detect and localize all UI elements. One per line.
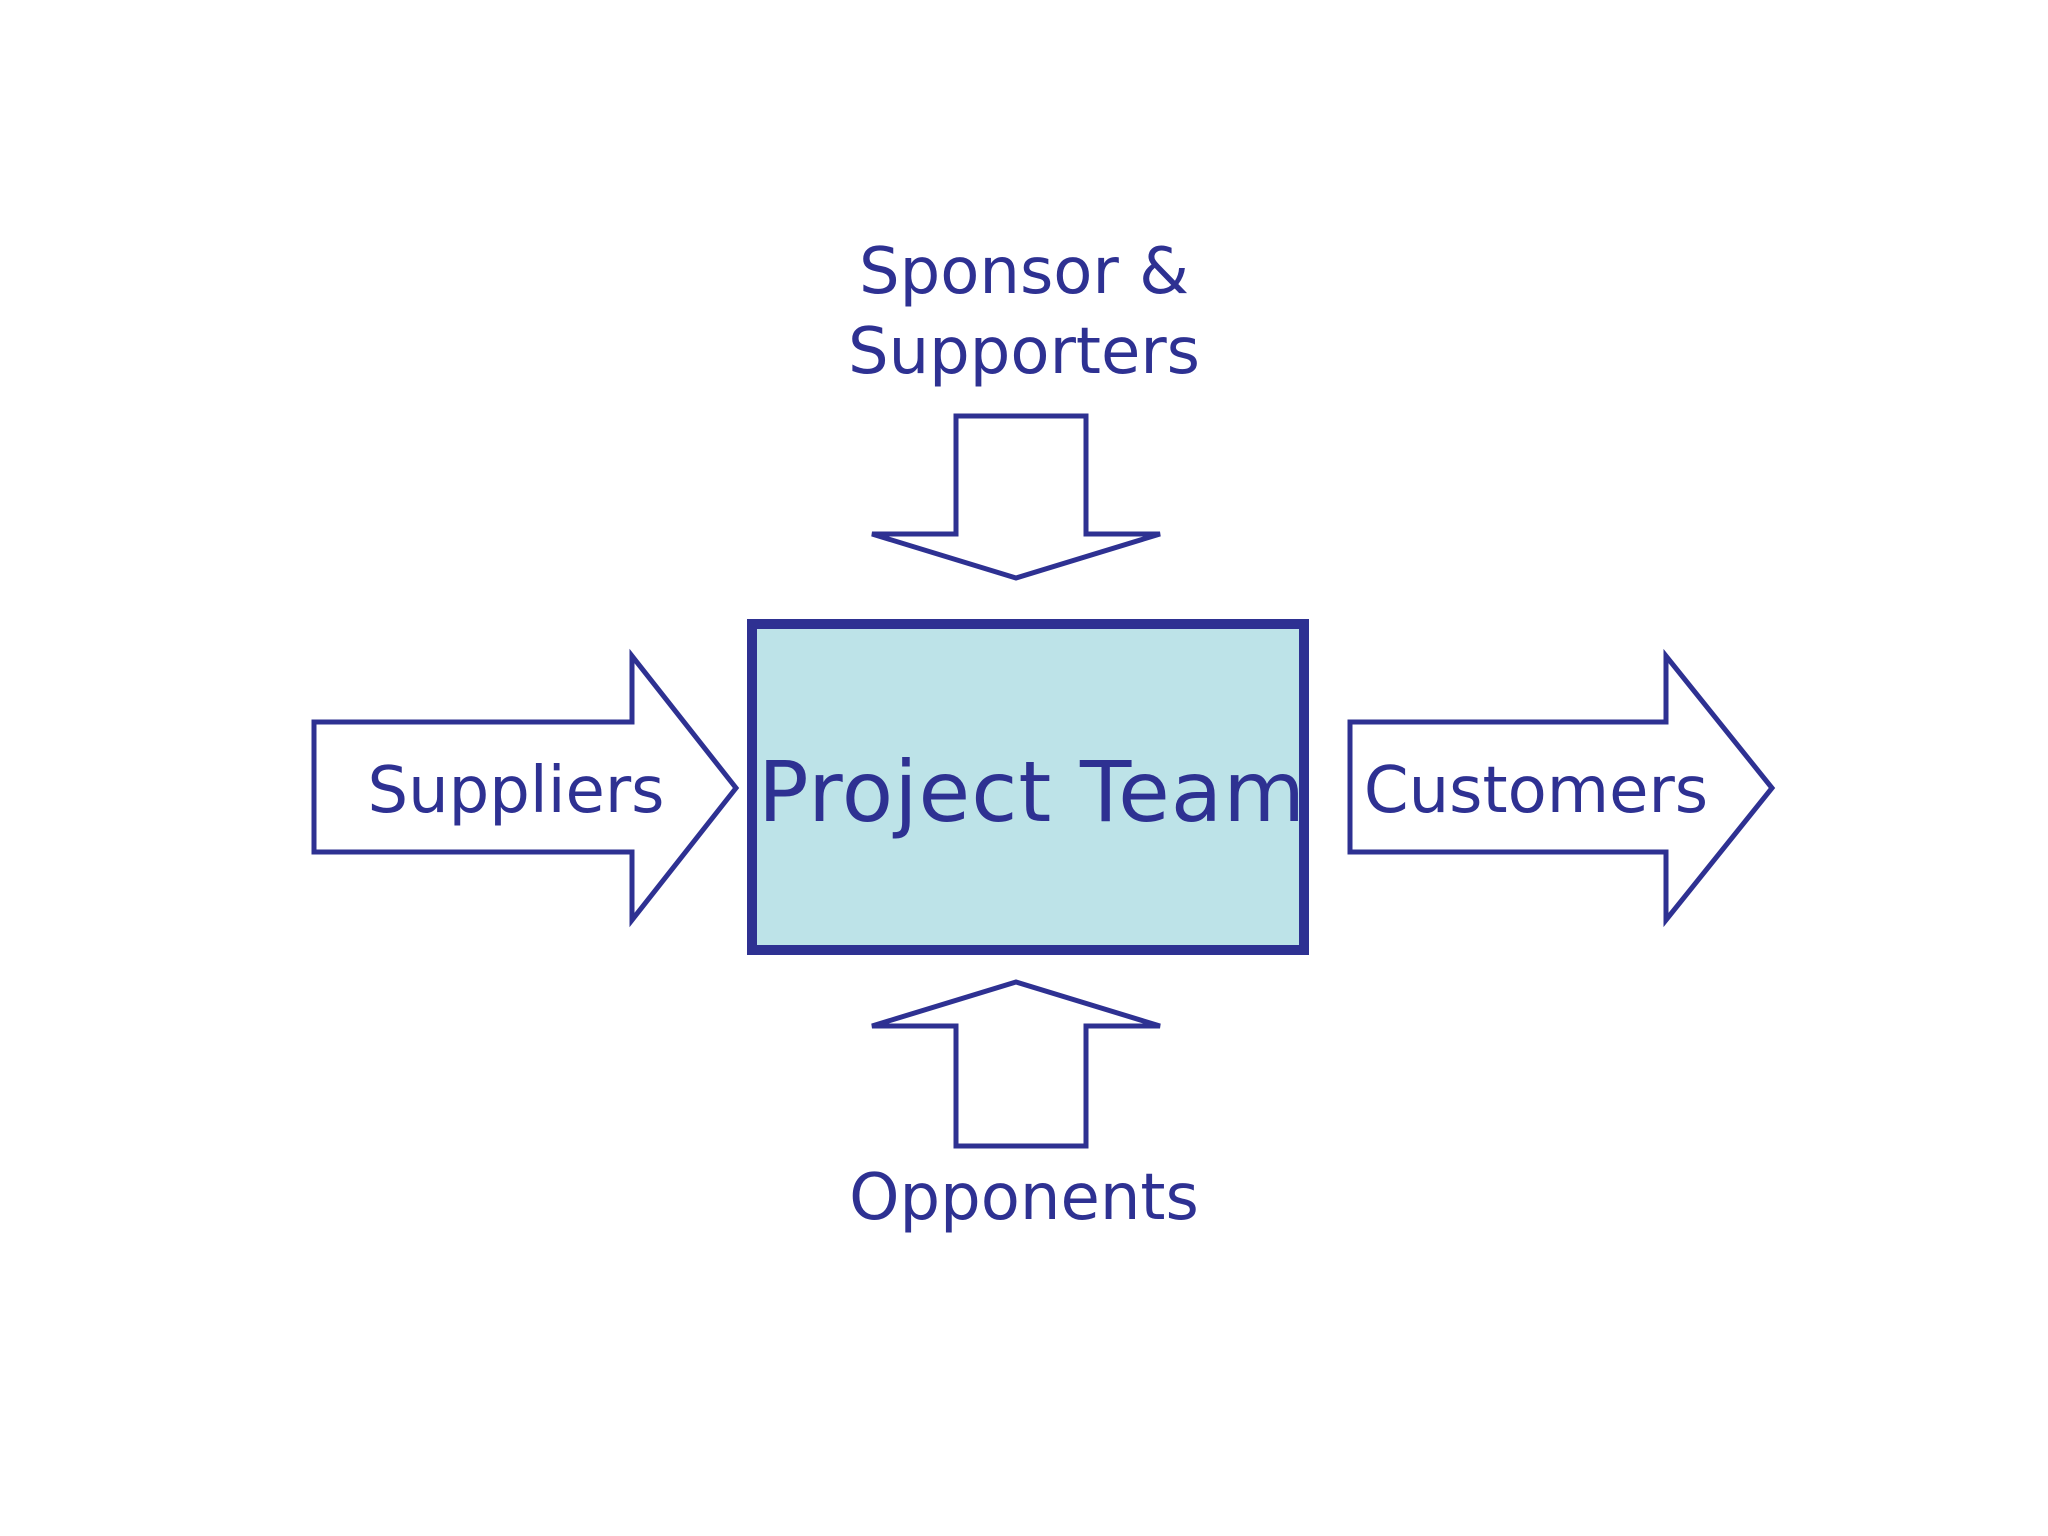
opponents-label: Opponents	[849, 1161, 1199, 1235]
sponsor-label-line1: Sponsor &	[858, 235, 1190, 309]
project-team-box	[747, 619, 1309, 955]
sponsor-label-line2: Supporters	[847, 315, 1201, 389]
project-team-label: Project Team	[757, 743, 1307, 841]
sponsor-supporters-label: Sponsor & Supporters	[824, 232, 1224, 392]
customers-label: Customers	[1363, 754, 1709, 828]
suppliers-label: Suppliers	[367, 754, 665, 828]
arrow-right-from-suppliers	[311, 648, 740, 928]
arrow-right-to-customers	[1347, 648, 1776, 928]
arrow-down-from-sponsor	[871, 413, 1161, 581]
arrow-up-from-opponents	[871, 979, 1161, 1149]
